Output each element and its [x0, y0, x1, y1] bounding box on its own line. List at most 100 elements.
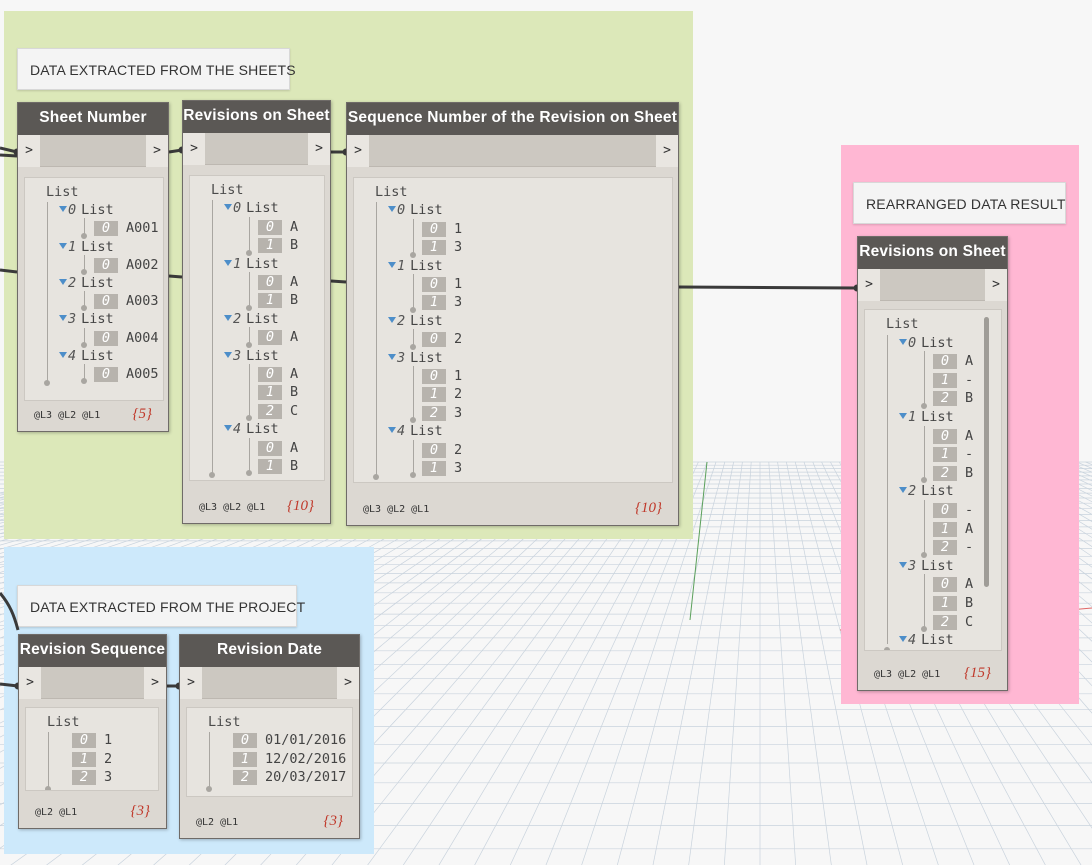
tree-end-dot: [373, 474, 379, 481]
output-port[interactable]: >: [308, 133, 330, 165]
group-label-sheets[interactable]: DATA EXTRACTED FROM THE SHEETS: [17, 48, 296, 90]
expand-triangle-icon[interactable]: [224, 351, 232, 358]
list-levels[interactable]: @L3 @L2 @L1: [874, 669, 941, 680]
expand-triangle-icon[interactable]: [388, 427, 396, 434]
expand-triangle-icon[interactable]: [224, 259, 232, 266]
expand-triangle-icon[interactable]: [59, 206, 67, 213]
group-label-result[interactable]: REARRANGED DATA RESULT: [853, 182, 1066, 224]
expand-triangle-icon[interactable]: [899, 561, 907, 568]
node-title[interactable]: Revisions on Sheet: [183, 101, 330, 133]
output-port[interactable]: >: [146, 135, 168, 167]
item-value: 1: [454, 276, 463, 292]
output-port[interactable]: >: [656, 135, 678, 167]
list-levels[interactable]: @L3 @L2 @L1: [199, 502, 266, 513]
list-levels[interactable]: @L3 @L2 @L1: [363, 504, 430, 515]
item-count: {10}: [635, 500, 662, 516]
expand-triangle-icon[interactable]: [59, 279, 67, 285]
output-port[interactable]: >: [985, 269, 1007, 301]
list-levels[interactable]: @L2 @L1: [35, 807, 78, 818]
expand-triangle-icon[interactable]: [224, 204, 232, 211]
expand-triangle-icon[interactable]: [59, 351, 67, 358]
expand-triangle-icon[interactable]: [899, 636, 907, 643]
subtree-end-dot: [921, 403, 927, 409]
expand-triangle-icon[interactable]: [899, 338, 907, 345]
group-label-project[interactable]: DATA EXTRACTED FROM THE PROJECT: [17, 585, 305, 627]
output-port[interactable]: >: [337, 667, 359, 699]
subtree-end-dot: [81, 341, 87, 348]
output-port[interactable]: >: [144, 667, 166, 699]
node-title[interactable]: Revision Sequence: [19, 635, 166, 667]
input-port[interactable]: >: [347, 135, 369, 167]
item-value: 01/01/2016: [265, 732, 347, 749]
item-index: 0: [422, 442, 446, 458]
item-index: 0: [933, 428, 957, 444]
input-port[interactable]: >: [18, 135, 40, 167]
item-value: 12/02/2016: [265, 750, 347, 767]
expand-triangle-icon[interactable]: [388, 261, 396, 268]
input-port[interactable]: >: [180, 667, 202, 699]
expand-triangle-icon[interactable]: [59, 242, 67, 249]
expand-triangle-icon[interactable]: [224, 314, 232, 321]
input-port[interactable]: >: [858, 269, 880, 301]
node-title[interactable]: Revision Date: [180, 635, 359, 667]
node-footer: @L2 @L1{3}: [180, 804, 359, 838]
node-title[interactable]: Sheet Number: [18, 103, 168, 135]
expand-triangle-icon[interactable]: [899, 413, 907, 419]
node-title[interactable]: Revisions on Sheet: [858, 237, 1007, 269]
input-port[interactable]: >: [183, 133, 205, 165]
item-index: 0: [72, 733, 96, 749]
expand-triangle-icon[interactable]: [388, 316, 396, 323]
input-port[interactable]: >: [19, 667, 41, 699]
node-sequence-number[interactable]: Sequence Number of the Revision on Sheet…: [346, 102, 679, 526]
watch-scrollbar[interactable]: [984, 317, 989, 587]
expand-triangle-icon[interactable]: [224, 425, 232, 432]
expand-triangle-icon[interactable]: [899, 487, 907, 494]
node-footer: @L2 @L1{3}: [19, 794, 166, 828]
list-levels[interactable]: @L3 @L2 @L1: [34, 410, 101, 421]
list-levels[interactable]: @L2 @L1: [196, 817, 239, 828]
node-title[interactable]: Sequence Number of the Revision on Sheet: [347, 103, 678, 135]
expand-triangle-icon[interactable]: [59, 315, 67, 322]
subtree-line: [84, 291, 85, 308]
sublist-index: 2: [233, 310, 242, 327]
expand-triangle-icon[interactable]: [388, 353, 396, 360]
expand-triangle-icon[interactable]: [388, 206, 396, 213]
sublist-label: List: [246, 347, 279, 364]
item-index: 0: [94, 257, 118, 273]
subtree-end-dot: [81, 378, 87, 385]
